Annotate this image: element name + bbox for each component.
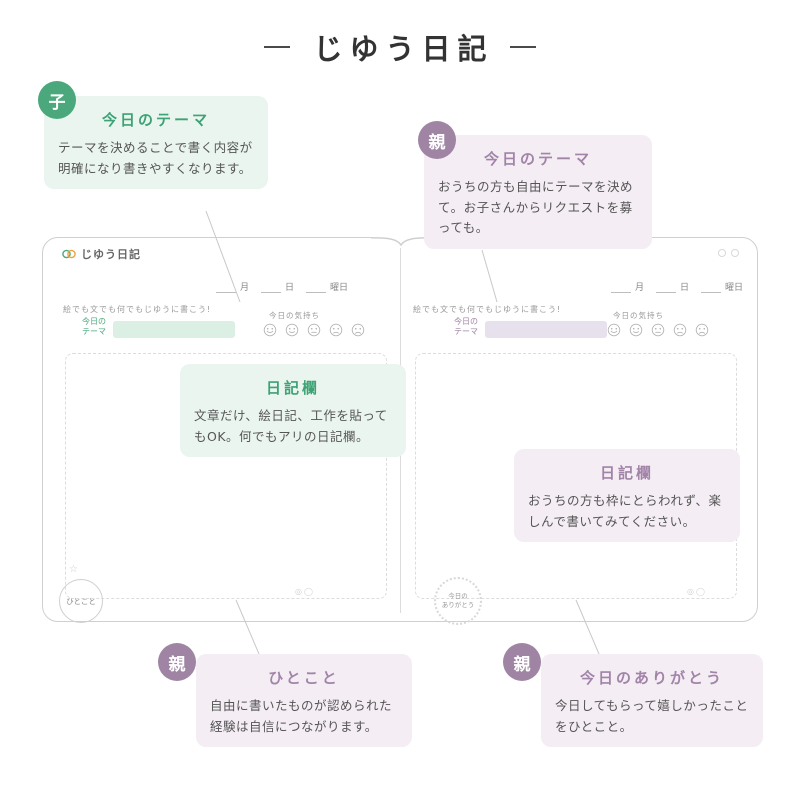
date-underline [656, 282, 677, 293]
logo-icon [62, 249, 76, 259]
corner-decoration [718, 249, 739, 257]
date-day-label: 日 [680, 283, 690, 293]
callout-body: 自由に書いたものが認められた経験は自信につながります。 [210, 698, 393, 734]
theme-highlight-left [113, 321, 235, 338]
parent-badge: 親 [503, 643, 541, 681]
date-weekday-label: 曜日 [330, 283, 349, 293]
callout-body: 文章だけ、絵日記、工作を貼ってもOK。何でもアリの日記欄。 [194, 408, 388, 444]
date-weekday-label: 曜日 [725, 283, 744, 293]
date-underline [306, 282, 327, 293]
mood-face-smile-icon [629, 323, 643, 337]
page-decoration-right: ◎◯ [687, 587, 707, 596]
callout-title: 日記欄 [265, 379, 320, 397]
notebook-logo: じゆう日記 [61, 246, 141, 262]
mood-label-right: 今日の気持ち [613, 311, 664, 320]
callout-title: 日記欄 [599, 464, 654, 482]
parent-badge: 親 [158, 643, 196, 681]
callout-parent-diary: 日記欄 おうちの方も枠にとらわれず、楽しんで書いてみてください。 [514, 449, 740, 543]
arigatou-circle: 今日の ありがとう [434, 577, 482, 625]
mood-face-cry-icon [695, 323, 709, 337]
theme-label-left: 今日の テーマ [82, 317, 106, 337]
date-underline [701, 282, 722, 293]
callout-parent-arigatou: 今日のありがとう 今日してもらって嬉しかったことをひとこと。 [541, 654, 763, 748]
parent-badge: 親 [418, 121, 456, 159]
page-decoration-left: ◎◯ [295, 587, 315, 596]
date-underline [611, 282, 631, 293]
star-icon: ☆ [69, 564, 78, 575]
callout-title: 今日のテーマ [101, 111, 210, 129]
date-day-label: 日 [285, 283, 295, 293]
mood-face-smile-icon [285, 323, 299, 337]
title-block: じゆう日記 [0, 26, 800, 68]
callout-child-theme: 今日のテーマ テーマを決めることで書く内容が明確になり書きやすくなります。 [44, 96, 268, 190]
date-underline [261, 282, 282, 293]
page-title: じゆう日記 [313, 32, 494, 66]
date-month-label: 月 [240, 283, 250, 293]
prompt-text-right: 絵でも文でも何でもじゆうに書こう! [413, 305, 562, 314]
title-rule-left [264, 46, 291, 48]
child-badge: 子 [38, 81, 76, 119]
mood-face-happy-icon [607, 323, 621, 337]
mood-face-neutral-icon [307, 323, 321, 337]
callout-title: 今日のテーマ [483, 150, 592, 168]
callout-child-diary: 日記欄 文章だけ、絵日記、工作を貼ってもOK。何でもアリの日記欄。 [180, 364, 406, 458]
mood-face-sad-icon [329, 323, 343, 337]
spine-notch [371, 236, 431, 247]
theme-label-right: 今日の テーマ [454, 317, 478, 337]
prompt-text-left: 絵でも文でも何でもじゆうに書こう! [63, 305, 212, 314]
mood-label-left: 今日の気持ち [269, 311, 320, 320]
callout-body: おうちの方も枠にとらわれず、楽しんで書いてみてください。 [528, 493, 722, 529]
logo-text: じゆう日記 [81, 248, 141, 261]
date-line-left: 月 日 曜日 [216, 280, 356, 293]
callout-body: 今日してもらって嬉しかったことをひとこと。 [555, 698, 749, 734]
title-rule-right [509, 46, 536, 48]
mood-face-sad-icon [673, 323, 687, 337]
mood-face-neutral-icon [651, 323, 665, 337]
date-line-right: 月 日 曜日 [611, 280, 751, 293]
mood-faces-left [263, 323, 365, 337]
callout-body: テーマを決めることで書く内容が明確になり書きやすくなります。 [58, 140, 253, 176]
callout-body: おうちの方も自由にテーマを決めて。お子さんからリクエストを募っても。 [438, 179, 634, 236]
mood-faces-right [607, 323, 709, 337]
callout-parent-hitokoto: ひとこと 自由に書いたものが認められた経験は自信につながります。 [196, 654, 412, 748]
hitokoto-circle: ひとこと [59, 579, 103, 623]
callout-parent-theme: 今日のテーマ おうちの方も自由にテーマを決めて。お子さんからリクエストを募っても… [424, 135, 652, 249]
callout-title: ひとこと [268, 669, 340, 687]
date-underline [216, 282, 236, 293]
theme-highlight-right [485, 321, 607, 338]
mood-face-cry-icon [351, 323, 365, 337]
date-month-label: 月 [635, 283, 645, 293]
mood-face-happy-icon [263, 323, 277, 337]
diary-area-left [65, 353, 387, 599]
callout-title: 今日のありがとう [579, 669, 724, 687]
